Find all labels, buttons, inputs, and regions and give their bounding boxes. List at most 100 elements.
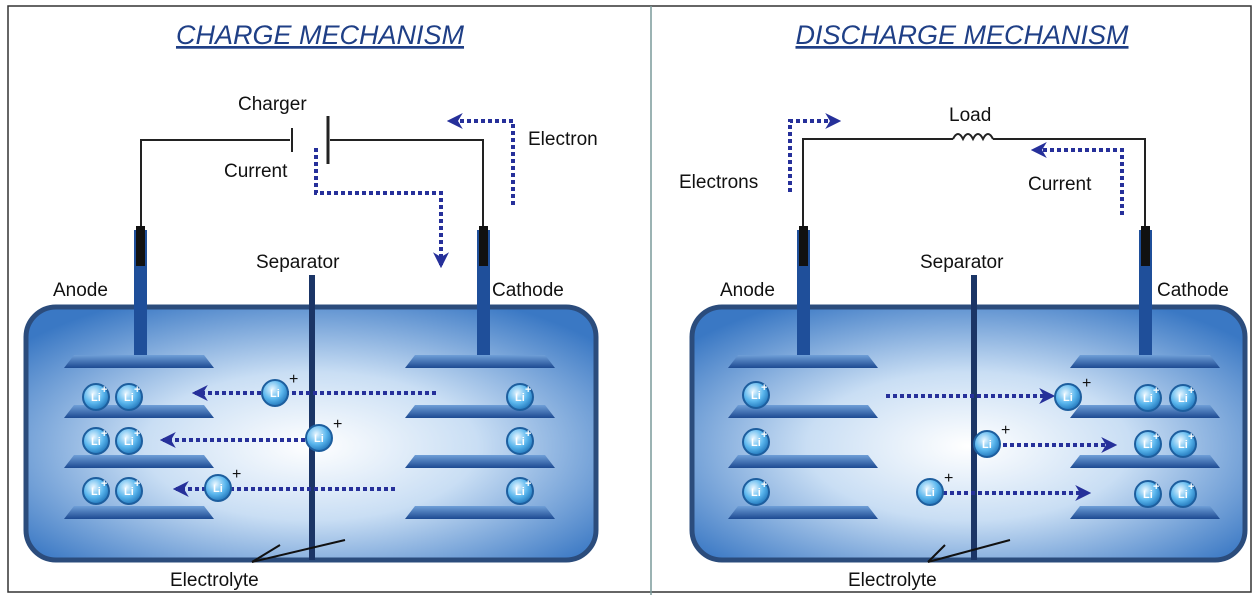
discharge-electrolyte-label: Electrolyte xyxy=(848,570,937,591)
discharge-electrons-label: Electrons xyxy=(679,172,758,193)
svg-text:+: + xyxy=(761,479,767,491)
li-ion: Li+ xyxy=(506,477,534,505)
discharge-separator-label: Separator xyxy=(920,252,1004,273)
svg-text:+: + xyxy=(525,428,531,440)
svg-text:+: + xyxy=(232,466,241,483)
plate xyxy=(64,455,214,468)
charge-anode-tip xyxy=(136,226,145,266)
svg-text:Li: Li xyxy=(1143,489,1153,501)
svg-text:+: + xyxy=(1153,431,1159,443)
discharge-panel: DISCHARGE MECHANISM Load Electrons Curre… xyxy=(679,20,1248,591)
charge-cathode-plates xyxy=(405,355,555,519)
charge-title: CHARGE MECHANISM xyxy=(176,20,465,50)
charge-ions: Li+ Li+ Li+ Li+ Li+ Li+ Li+ Li+ Li+ Li+ … xyxy=(82,371,534,505)
svg-text:+: + xyxy=(1001,422,1010,439)
li-ion: Li+ xyxy=(742,428,770,456)
li-ion: Li+ xyxy=(1134,480,1162,508)
li-ion: Li+ xyxy=(1169,480,1197,508)
charger-label: Charger xyxy=(238,94,307,115)
discharge-current-arrow xyxy=(1030,142,1124,215)
svg-text:+: + xyxy=(525,384,531,396)
li-ion: Li+ xyxy=(742,381,770,409)
svg-text:+: + xyxy=(1188,385,1194,397)
plate xyxy=(1070,506,1220,519)
plate xyxy=(405,506,555,519)
plate xyxy=(728,506,878,519)
plate xyxy=(405,455,555,468)
svg-text:Li: Li xyxy=(1178,489,1188,501)
discharge-cathode-plates xyxy=(1070,355,1220,519)
li-ion: Li + xyxy=(916,470,953,506)
discharge-anode-plates xyxy=(728,355,878,519)
svg-text:Li: Li xyxy=(925,487,935,499)
plate xyxy=(64,506,214,519)
li-ion: Li+ xyxy=(973,422,1010,458)
charge-wire-right xyxy=(330,139,484,230)
discharge-electrolyte-pointer xyxy=(927,539,1011,563)
outer-border xyxy=(7,5,1252,593)
discharge-separator xyxy=(971,275,977,560)
svg-text:Li: Li xyxy=(751,487,761,499)
svg-text:+: + xyxy=(1153,481,1159,493)
li-ion: Li+ xyxy=(1169,384,1197,412)
svg-text:Li: Li xyxy=(1178,439,1188,451)
svg-text:Li: Li xyxy=(91,436,101,448)
svg-text:Li: Li xyxy=(91,392,101,404)
charge-cathode-label: Cathode xyxy=(492,280,564,301)
plate xyxy=(728,355,878,368)
charge-separator-label: Separator xyxy=(256,252,340,273)
svg-text:Li: Li xyxy=(124,486,134,498)
svg-text:Li: Li xyxy=(515,392,525,404)
li-ion: Li+ xyxy=(742,478,770,506)
discharge-current-label: Current xyxy=(1028,174,1092,195)
svg-text:+: + xyxy=(944,470,953,487)
charge-anode-label: Anode xyxy=(53,280,108,301)
li-ion: Li+ xyxy=(115,477,143,505)
discharge-anode-tip xyxy=(799,226,808,266)
li-ion: Li+ xyxy=(82,383,110,411)
svg-text:Li: Li xyxy=(124,436,134,448)
discharge-anode-label: Anode xyxy=(720,280,775,301)
discharge-wire-left xyxy=(802,138,953,230)
svg-text:+: + xyxy=(134,428,140,440)
svg-text:+: + xyxy=(1082,375,1091,392)
svg-text:+: + xyxy=(101,384,107,396)
charge-electrolyte-pointer xyxy=(251,544,281,563)
plate xyxy=(405,355,555,368)
svg-text:Li: Li xyxy=(270,388,280,400)
li-ion: Li+ xyxy=(506,383,534,411)
svg-text:+: + xyxy=(1188,481,1194,493)
svg-text:+: + xyxy=(134,384,140,396)
svg-text:Li: Li xyxy=(1143,439,1153,451)
svg-text:Li: Li xyxy=(1178,393,1188,405)
svg-text:+: + xyxy=(101,478,107,490)
svg-text:Li: Li xyxy=(515,436,525,448)
li-ion: Li+ xyxy=(1134,430,1162,458)
svg-text:+: + xyxy=(134,478,140,490)
load-resistor xyxy=(952,133,994,142)
charge-separator xyxy=(309,275,315,560)
svg-text:+: + xyxy=(289,371,298,388)
discharge-electron-arrow xyxy=(788,113,842,192)
plate xyxy=(405,405,555,418)
svg-text:+: + xyxy=(761,429,767,441)
discharge-cathode-tip xyxy=(1141,226,1150,266)
charge-current-arrow xyxy=(314,148,449,269)
discharge-ions: Li+ Li+ Li+ Li+ Li+ Li+ Li+ Li+ Li+ Li+ … xyxy=(742,375,1197,508)
discharge-wire-right xyxy=(993,138,1146,230)
svg-text:+: + xyxy=(333,416,342,433)
plate xyxy=(64,355,214,368)
li-ion: Li + xyxy=(305,416,342,452)
charge-current-label: Current xyxy=(224,161,288,182)
plate xyxy=(1070,455,1220,468)
charge-electrolyte-pointer xyxy=(251,539,346,563)
li-ion: Li+ xyxy=(115,383,143,411)
charge-electron-arrow xyxy=(446,113,515,205)
svg-text:+: + xyxy=(101,428,107,440)
svg-text:Li: Li xyxy=(314,433,324,445)
li-ion: Li+ xyxy=(115,427,143,455)
svg-text:Li: Li xyxy=(1063,392,1073,404)
svg-text:+: + xyxy=(525,478,531,490)
li-ion: Li+ xyxy=(82,477,110,505)
li-ion: Li + xyxy=(1054,375,1091,411)
